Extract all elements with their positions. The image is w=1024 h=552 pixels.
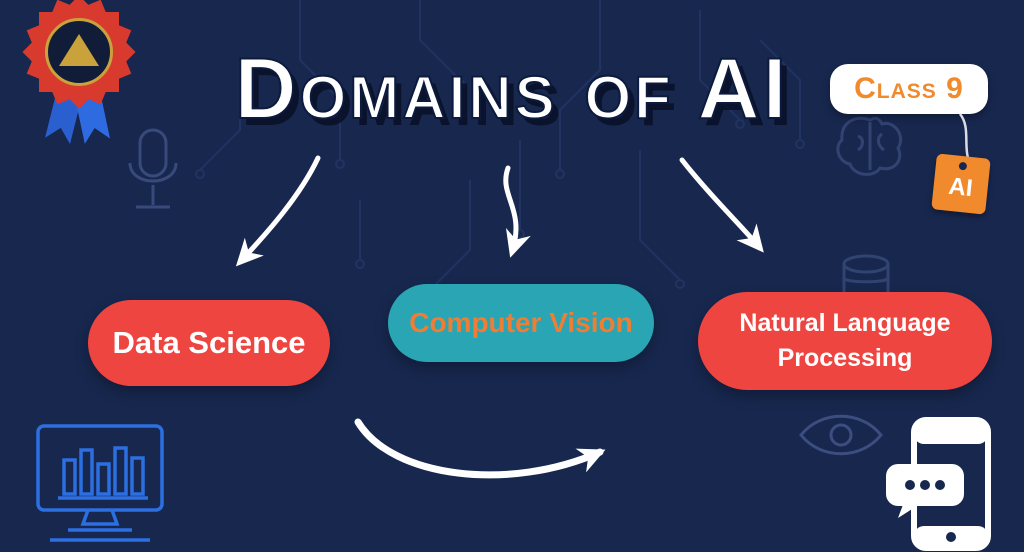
- ai-tag-label: AI: [947, 172, 974, 203]
- domain-pill-computer-vision: Computer Vision: [388, 284, 654, 362]
- award-center-logo: [45, 18, 113, 86]
- arrow-to-nlp: [679, 157, 764, 253]
- domain-label: Natural Language Processing: [739, 309, 951, 372]
- class-badge-label: Class 9: [854, 72, 964, 105]
- domain-pill-nlp: Natural Language Processing: [698, 292, 992, 390]
- page-title: Domains of AI: [233, 40, 790, 138]
- arrow-to-computer-vision: [503, 165, 531, 258]
- phone-chat-icon: [886, 417, 991, 551]
- curved-flow-arrow: [354, 418, 606, 479]
- eye-icon: [799, 414, 883, 456]
- domain-pill-data-science: Data Science: [88, 300, 330, 386]
- domain-label: Data Science: [112, 325, 306, 360]
- monitor-bar-chart-icon: [36, 424, 164, 542]
- arrow-to-data-science: [235, 155, 321, 267]
- class-badge: Class 9: [830, 64, 988, 114]
- ai-tag-icon: AI: [931, 153, 991, 215]
- award-ribbon-icon: [14, 0, 144, 152]
- domain-label: Computer Vision: [409, 307, 633, 338]
